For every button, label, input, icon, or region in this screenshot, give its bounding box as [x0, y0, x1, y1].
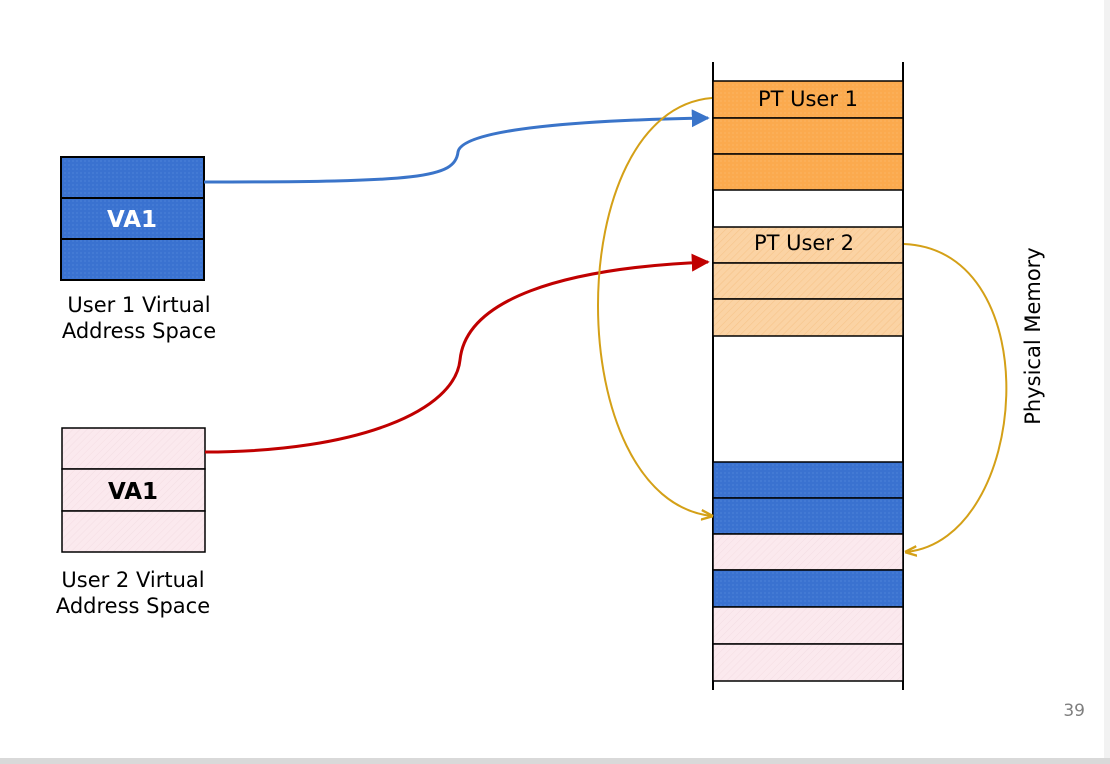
- physical-memory: PT User 1 PT User 2 Physical Memory: [712, 62, 1045, 690]
- user2-page-va1: [61, 468, 206, 512]
- pt-user2-frame-3: [712, 298, 904, 337]
- pt-user1-frame-2: [712, 117, 904, 155]
- arrow-pt-user1-to-frame: [597, 97, 712, 516]
- user1-caption-line2: Address Space: [62, 319, 216, 343]
- slide-footer-band: [0, 758, 1110, 764]
- user1-page-bottom: [60, 238, 205, 281]
- frame-user2-c: [712, 643, 904, 682]
- user2-page-bottom: [61, 510, 206, 553]
- user2-caption-line2: Address Space: [56, 594, 210, 618]
- frame-user1-c: [712, 569, 904, 608]
- pt-user1-frame-3: [712, 153, 904, 191]
- page-number: 39: [1063, 701, 1085, 721]
- pt-user2-frame-2: [712, 262, 904, 300]
- user1-caption-line1: User 1 Virtual: [67, 293, 210, 317]
- arrow-user1-to-pt: [203, 109, 710, 184]
- frame-user2-a: [712, 533, 904, 571]
- user2-address-space: VA1 User 2 Virtual Address Space: [56, 427, 210, 618]
- frame-user1-b: [712, 497, 904, 535]
- user1-address-space: VA1 User 1 Virtual Address Space: [60, 156, 216, 343]
- user2-page-top: [61, 427, 206, 470]
- pt-user1-label: PT User 1: [758, 87, 858, 111]
- user1-page-top: [60, 156, 205, 199]
- arrow-user2-to-pt: [204, 253, 710, 454]
- pt-user2-label: PT User 2: [754, 231, 854, 255]
- pt-user1-frame-1: [712, 80, 904, 119]
- frame-user2-b: [712, 606, 904, 645]
- slide-edge: [1104, 0, 1110, 758]
- frame-user1-a: [712, 461, 904, 499]
- user2-va1-label: VA1: [108, 479, 158, 505]
- user1-page-va1: [60, 197, 205, 240]
- user2-caption-line1: User 2 Virtual: [61, 568, 204, 592]
- physical-memory-label: Physical Memory: [1021, 247, 1045, 425]
- user1-va1-label: VA1: [107, 207, 157, 233]
- arrow-pt-user2-to-frame: [903, 243, 1008, 552]
